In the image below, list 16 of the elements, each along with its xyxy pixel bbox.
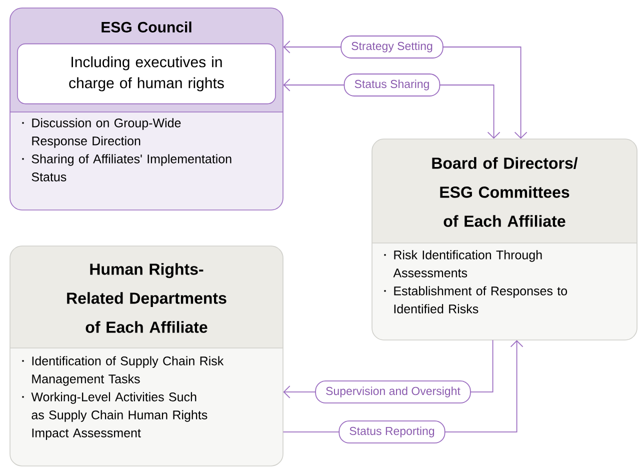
edge-label: Status Sharing: [344, 74, 440, 96]
card: [10, 246, 284, 466]
edge-label: Strategy Setting: [340, 36, 444, 58]
bullet-item: Establishment of Responses to Identified Risks: [384, 286, 568, 314]
bullet-item: Working-Level Activities Such as Supply Chain Human Rights Impact Assessment: [22, 392, 208, 440]
bullet-item: Sharing of Affiliates' Implementation Status: [22, 154, 232, 182]
heading: ESG Council: [102, 21, 192, 32]
heading: Human Rights-Related Departments of Each Affiliate: [67, 263, 226, 333]
bullet-item: Risk Identification Through Assessments: [384, 250, 542, 278]
heading: Board of Directors/ ESG Committees of Each Affiliate: [432, 157, 578, 227]
edge-label: Status Reporting: [338, 420, 446, 444]
inner-box: Including executives in charge of human rights: [17, 43, 276, 104]
card: [372, 138, 638, 340]
bullet-item: Identification of Supply Chain Risk Management Tasks: [22, 356, 224, 386]
bullet-item: Discussion on Group-Wide Response Direction: [22, 118, 181, 148]
edge-label: Supervision and Oversight: [315, 380, 471, 404]
